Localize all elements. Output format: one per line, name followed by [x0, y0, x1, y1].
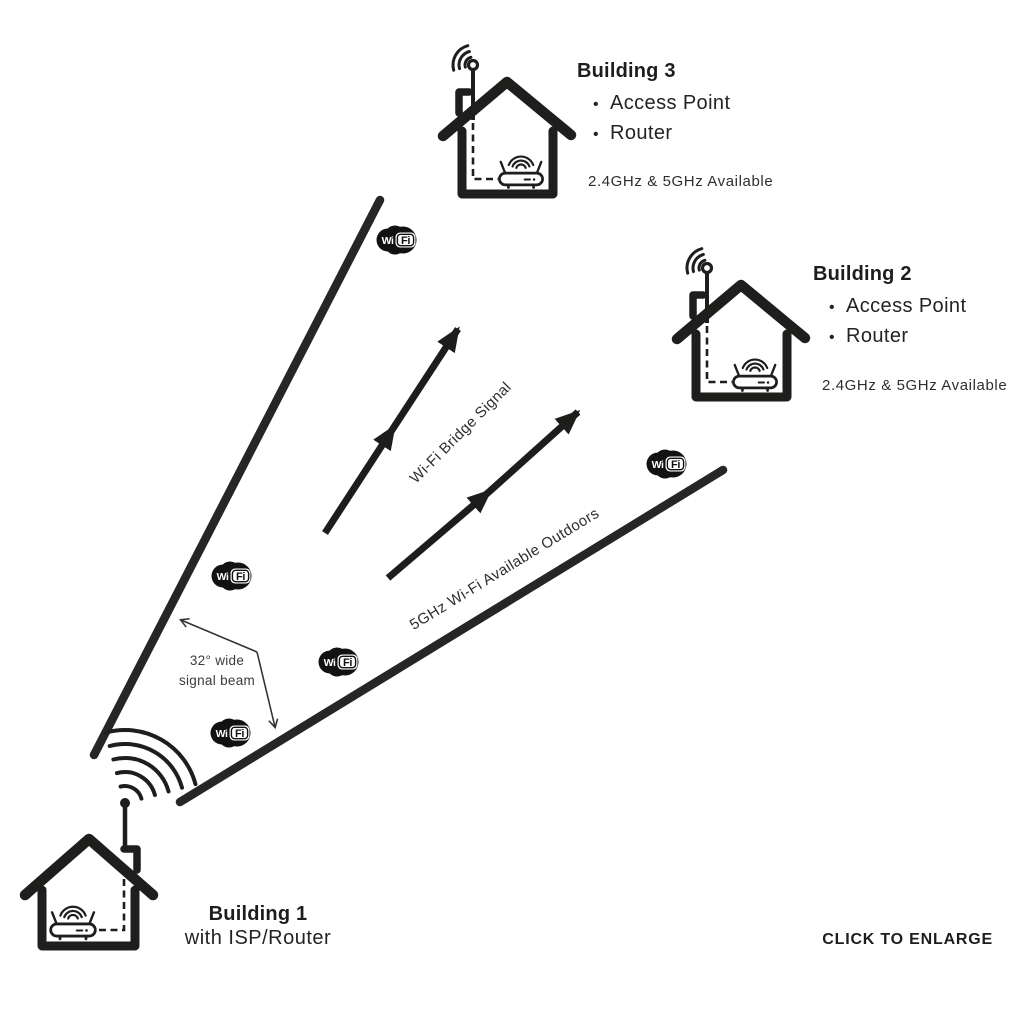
beam-boundary-line-lower — [175, 465, 728, 807]
click-to-enlarge-button[interactable]: CLICK TO ENLARGE — [822, 931, 993, 948]
beam-boundary-line-upper — [89, 195, 385, 760]
feature-label: Router — [610, 122, 673, 144]
bridge-signal-label: Wi-Fi Bridge Signal — [407, 379, 515, 487]
list-item: • Router — [577, 119, 730, 149]
building-1-info: Building 1 with ISP/Router — [153, 903, 363, 952]
beam-width-label: 32° wide signal beam — [142, 651, 292, 690]
building-3-feature-list: • Access Point • Router — [577, 89, 730, 149]
bridge-signal-arrow-right — [385, 409, 581, 581]
bullet-dot: • — [829, 299, 836, 316]
list-item: • Access Point — [813, 292, 966, 322]
building-1-subtitle: with ISP/Router — [184, 927, 332, 949]
beam-width-arrow-lower — [256, 651, 279, 730]
antenna-mount-bracket — [120, 845, 141, 874]
bullet-dot: • — [829, 329, 836, 346]
wifi-badge-5 — [209, 717, 252, 749]
building-2-info: Building 2 • Access Point • Router — [813, 263, 966, 352]
building-3-info: Building 3 • Access Point • Router — [577, 60, 730, 149]
bullet-dot: • — [593, 126, 600, 143]
antenna-tip — [120, 798, 130, 808]
building-2-title: Building 2 — [813, 263, 912, 285]
beam-width-arrow-upper — [179, 617, 258, 653]
building-2-house-icon — [677, 249, 805, 397]
bridge-signal-arrow-left — [322, 326, 461, 535]
beam-width-line2: signal beam — [178, 672, 256, 688]
wifi-badge-4 — [317, 646, 360, 678]
list-item: • Access Point — [577, 89, 730, 119]
list-item: • Router — [813, 322, 966, 352]
building-1-title: Building 1 — [208, 903, 308, 925]
building-2-availability: 2.4GHz & 5GHz Available — [822, 377, 1008, 394]
feature-label: Router — [846, 325, 909, 347]
outdoor-coverage-label: 5GHz Wi-Fi Available Outdoors — [407, 505, 603, 634]
wifi-badge-2 — [645, 448, 688, 480]
building-1-house-icon — [19, 728, 198, 951]
house-roof — [19, 833, 159, 901]
house-walls — [37, 885, 140, 951]
feature-label: Access Point — [610, 92, 731, 114]
directional-signal-arcs-icon — [104, 728, 198, 801]
building-2-feature-list: • Access Point • Router — [813, 292, 966, 352]
beam-width-line1: 32° wide — [189, 653, 245, 668]
wifi-badge-1 — [375, 224, 418, 256]
cable-dashed-line — [99, 872, 126, 932]
building-3-availability: 2.4GHz & 5GHz Available — [588, 173, 774, 190]
building-3-house-icon — [443, 46, 571, 194]
feature-label: Access Point — [846, 295, 967, 317]
bullet-dot: • — [593, 96, 600, 113]
wifi-badge-3 — [210, 560, 253, 592]
building-3-title: Building 3 — [577, 60, 676, 82]
